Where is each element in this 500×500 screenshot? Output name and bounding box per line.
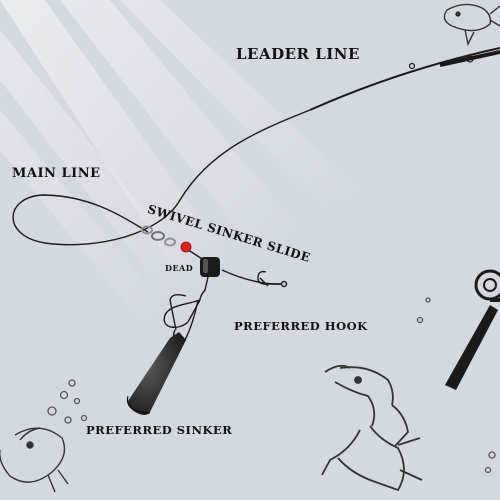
sinker-slide [200, 257, 220, 277]
fish-sketch-bottom-left [0, 427, 69, 493]
bubbles [47, 297, 496, 474]
bead-icon [180, 241, 192, 253]
preferred-hook-label: PREFERRED HOOK [234, 319, 368, 333]
light-rays [0, 0, 360, 320]
barrel-swivel [141, 225, 176, 247]
cone-sinker-icon [126, 332, 186, 415]
preferred-sinker-label: PREFERRED SINKER [86, 423, 233, 437]
main-line-label: MAIN LINE [12, 166, 101, 181]
fish-sketch-bottom-center [321, 364, 423, 492]
hook-icon [257, 270, 288, 288]
fishing-reel-icon [445, 269, 500, 390]
dead-label: DEAD [165, 263, 194, 273]
fishing-rod [309, 47, 500, 111]
leader-line-label: LEADER LINE [236, 45, 360, 63]
fish-sketch-top [443, 3, 500, 47]
